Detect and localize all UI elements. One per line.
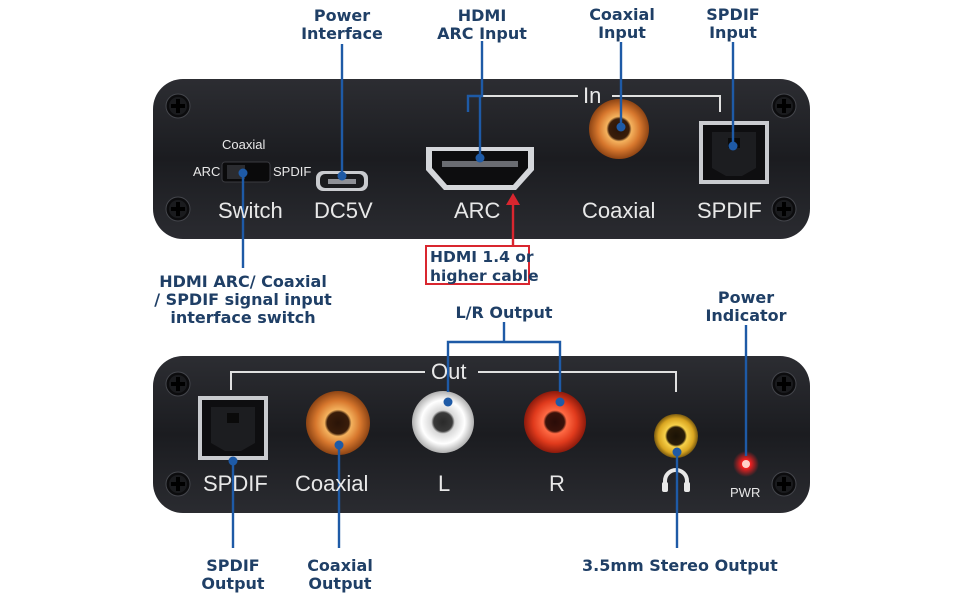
cable-requirement-note: HDMI 1.4 or higher cable: [425, 245, 539, 285]
bottom-device-panel: [153, 356, 810, 513]
callout-line: 3.5mm Stereo Output: [582, 556, 778, 575]
spdif-in-port-label: SPDIF: [697, 198, 762, 223]
callout-line: HDMI: [457, 6, 507, 25]
screw-icon: [771, 93, 797, 119]
screw-icon: [165, 371, 191, 397]
callout-line: Output: [201, 574, 265, 593]
callout-power-indicator: Power Indicator: [702, 289, 790, 325]
arc-port-label: ARC: [454, 198, 501, 223]
hdmi-port-icon[interactable]: [426, 147, 534, 190]
right-channel-label: R: [549, 471, 565, 496]
in-group-label: In: [583, 83, 602, 108]
callout-line: Indicator: [705, 306, 787, 325]
callout-line: interface switch: [170, 308, 316, 327]
callout-spdif-output: SPDIF Output: [198, 557, 268, 593]
callout-line: SPDIF: [706, 5, 760, 24]
headphone-icon: [662, 468, 690, 492]
screw-icon: [165, 93, 191, 119]
leader-dots: [228, 122, 738, 466]
rca-jack-icon[interactable]: [306, 391, 370, 455]
rca-jack-icon[interactable]: [524, 391, 586, 453]
note-line: higher cable: [430, 267, 539, 285]
screw-icon: [771, 471, 797, 497]
note-line: HDMI 1.4 or: [430, 248, 534, 266]
power-led: [733, 451, 759, 477]
leader-lines: [231, 41, 748, 548]
callout-line: Input: [598, 23, 646, 42]
coaxial-in-port-label: Coaxial: [582, 198, 656, 223]
callout-stereo-output: 3.5mm Stereo Output: [582, 556, 778, 575]
micro-usb-port-icon[interactable]: [316, 171, 368, 191]
spdif-out-port-label: SPDIF: [203, 471, 268, 496]
callout-line: Interface: [301, 24, 383, 43]
callout-switch-description: HDMI ARC/ Coaxial / SPDIF signal input i…: [148, 273, 338, 327]
coaxial-out-port-label: Coaxial: [295, 471, 369, 496]
callout-line: / SPDIF signal input: [154, 290, 332, 309]
callout-line: Output: [308, 574, 372, 593]
switch-arc-label: ARC: [193, 164, 221, 179]
switch-label: Switch: [218, 198, 283, 223]
callout-line: L/R Output: [455, 303, 553, 322]
screw-icon: [165, 196, 191, 222]
callout-line: SPDIF: [206, 556, 260, 575]
switch-coaxial-label: Coaxial: [222, 137, 266, 152]
callout-line: ARC Input: [437, 24, 527, 43]
cable-note-arrow: [506, 193, 520, 245]
toslink-port-icon[interactable]: [198, 396, 268, 460]
callout-line: Input: [709, 23, 757, 42]
switch-spdif-label: SPDIF: [273, 164, 312, 179]
screw-icon: [165, 471, 191, 497]
rca-jack-icon[interactable]: [412, 391, 474, 453]
callout-line: Power: [313, 6, 371, 25]
callout-hdmi-arc-input: HDMI ARC Input: [430, 7, 534, 43]
dc5v-label: DC5V: [314, 198, 373, 223]
callout-spdif-input: SPDIF Input: [698, 6, 768, 42]
callout-coaxial-output: Coaxial Output: [300, 557, 380, 593]
out-group-label: Out: [431, 359, 467, 384]
callout-lr-output: L/R Output: [452, 304, 556, 322]
callout-line: HDMI ARC/ Coaxial: [159, 272, 327, 291]
callout-line: Coaxial: [307, 556, 373, 575]
screw-icon: [771, 371, 797, 397]
left-channel-label: L: [438, 471, 451, 496]
callout-coaxial-input: Coaxial Input: [581, 6, 663, 42]
screw-icon: [771, 196, 797, 222]
stereo-jack-port[interactable]: [654, 414, 698, 458]
callout-line: Coaxial: [589, 5, 655, 24]
pwr-label: PWR: [730, 485, 761, 500]
callout-power-interface: Power Interface: [300, 7, 384, 43]
callout-line: Power: [717, 288, 775, 307]
